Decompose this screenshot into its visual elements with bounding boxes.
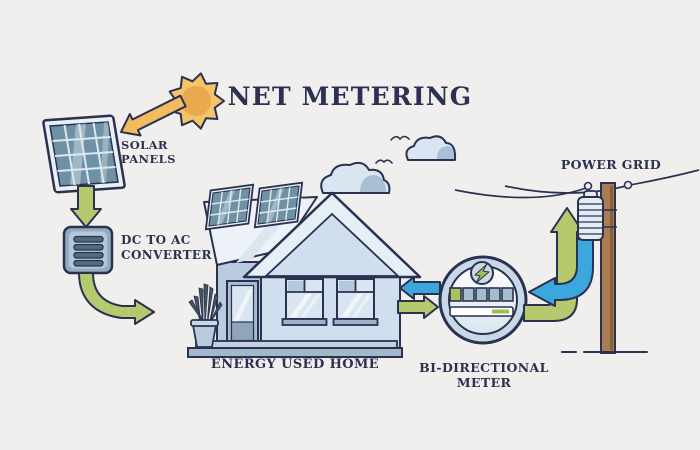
dc-ac-converter-icon	[62, 225, 114, 275]
roof-solar-panel-icon	[204, 183, 255, 231]
label-bidirectional-meter: BI-DIRECTIONAL METER	[413, 360, 555, 390]
label-solar-panels: SOLAR PANELS	[121, 138, 176, 166]
label-bidirectional-meter-line1: BI-DIRECTIONAL	[419, 360, 549, 375]
cloud-icon	[320, 161, 391, 194]
label-dc-ac-converter-line2: CONVERTER	[121, 247, 212, 262]
house-icon	[187, 181, 422, 358]
lightning-icon	[474, 263, 490, 284]
energy-flow-arrow-converter-to-house	[78, 272, 155, 325]
power-lines	[454, 169, 700, 199]
label-bidirectional-meter-line2: METER	[456, 374, 512, 390]
roof-solar-panel-icon	[253, 181, 304, 229]
energy-flow-arrow-grid-to-meter	[528, 238, 594, 307]
energy-flow-arrow-panel-to-converter	[70, 185, 102, 228]
label-solar-panels-line1: SOLAR	[121, 138, 168, 152]
label-solar-panels-line2: PANELS	[121, 152, 176, 166]
label-power-grid: POWER GRID	[560, 157, 662, 172]
diagram-title: NET METERING	[227, 82, 473, 111]
label-dc-ac-converter: DC TO AC CONVERTER	[121, 233, 212, 262]
plant-icon	[188, 283, 223, 348]
door	[226, 280, 259, 346]
bidirectional-meter-icon	[438, 255, 528, 345]
insulator-icon	[623, 180, 633, 190]
label-dc-ac-converter-line1: DC TO AC	[121, 233, 191, 247]
sunlight-arrow-icon	[120, 94, 187, 137]
energy-flow-arrow-house-to-meter	[397, 295, 439, 319]
cloud-icon	[405, 135, 457, 161]
solar-panel-icon	[42, 114, 126, 194]
window	[281, 278, 328, 326]
power-pole-icon	[561, 180, 648, 354]
label-energy-used-home: ENERGY USED HOME	[210, 357, 380, 372]
insulator-icon	[583, 181, 593, 191]
window	[332, 278, 379, 326]
bird-icon	[375, 135, 410, 164]
transformer-icon	[577, 190, 604, 241]
energy-flow-arrow-meter-to-house	[399, 276, 441, 300]
